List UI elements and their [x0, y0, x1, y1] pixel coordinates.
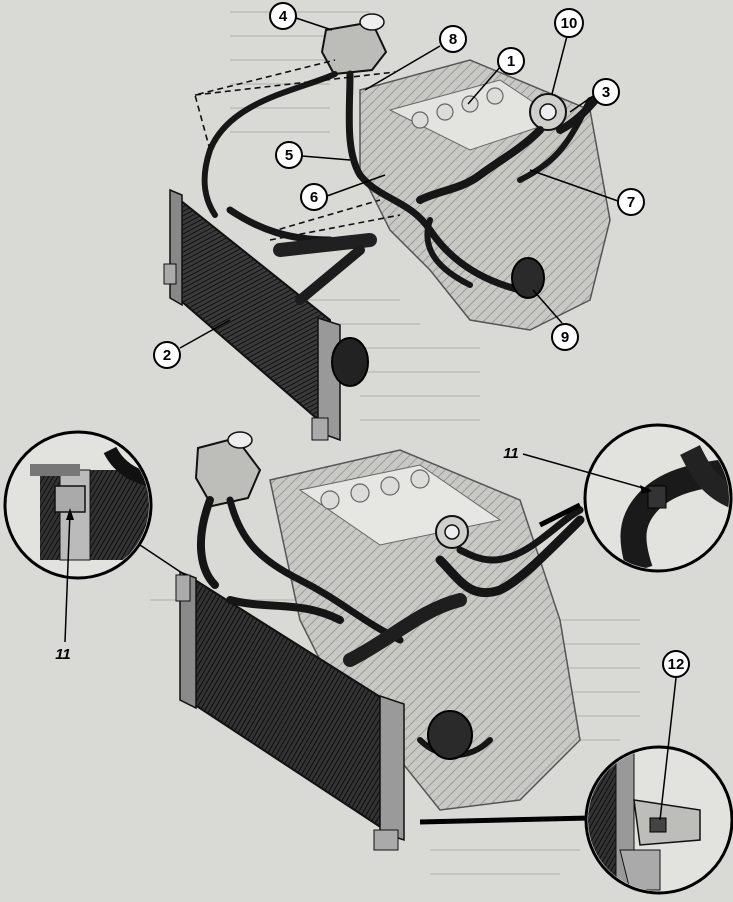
- callout-3: 3: [592, 78, 620, 106]
- callout-1: 1: [497, 47, 525, 75]
- dashed-guides: [194, 59, 401, 241]
- callout-7-label: 7: [627, 194, 635, 211]
- callout-7: 7: [617, 188, 645, 216]
- top-assembly: [163, 13, 619, 442]
- callout-12-label: 12: [668, 656, 685, 673]
- callout-9: 9: [551, 323, 579, 351]
- callout-11-left-label: 11: [55, 646, 71, 663]
- callout-10: 10: [554, 8, 584, 38]
- leader-lines-top: [179, 17, 619, 349]
- detail-circle-right-bottom: [584, 677, 733, 895]
- callout-3-label: 3: [602, 84, 610, 101]
- zoom-connectors: [139, 502, 591, 825]
- callout-12: 12: [662, 650, 690, 678]
- detail-circle-right-top: [522, 423, 733, 573]
- callout-6-label: 6: [310, 189, 318, 206]
- callout-11-top: 11: [503, 445, 519, 462]
- callout-2-label: 2: [163, 347, 171, 364]
- callout-5: 5: [275, 141, 303, 169]
- radiator-bottom: [175, 570, 405, 851]
- detail-circle-left: [3, 430, 153, 643]
- thermostat-housing: [529, 93, 567, 131]
- callout-1-label: 1: [507, 53, 515, 70]
- callout-5-label: 5: [285, 147, 293, 164]
- bottom-assembly: [175, 431, 585, 851]
- callout-4: 4: [269, 2, 297, 30]
- callout-2: 2: [153, 341, 181, 369]
- callout-9-label: 9: [561, 329, 569, 346]
- callout-4-label: 4: [279, 8, 288, 25]
- callout-11-top-label: 11: [503, 445, 519, 462]
- callout-8-label: 8: [449, 31, 457, 48]
- callout-11-left: 11: [55, 646, 71, 663]
- expansion-tank-bottom: [194, 431, 262, 508]
- callout-10-label: 10: [561, 15, 578, 32]
- callout-6: 6: [300, 183, 328, 211]
- expansion-tank-top: [320, 13, 388, 76]
- callout-8: 8: [439, 25, 467, 53]
